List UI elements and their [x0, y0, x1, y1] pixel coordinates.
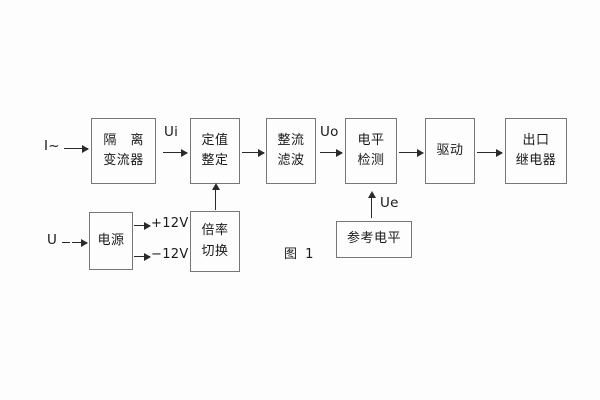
arrow-rail-negative: [134, 252, 151, 261]
block-rectifier-filter: 整流 滤波: [266, 118, 316, 184]
block-level-detection-line1: 电平: [357, 132, 385, 148]
arrow-rail-positive: [134, 221, 151, 230]
block-rectifier-filter-line2: 滤波: [277, 153, 305, 168]
block-isolation-transformer-line1: 隔 离: [103, 132, 149, 148]
voltage-input-dash: [62, 242, 70, 243]
arrow-reference-to-level-detection: [367, 191, 376, 218]
arrow-voltage-to-power-supply: [72, 238, 88, 247]
arrow-level-to-drive: [399, 148, 424, 157]
rail-negative-label: −12V: [151, 247, 189, 262]
rail-positive-label: +12V: [151, 216, 189, 231]
arrow-setting-to-rectifier: [242, 148, 265, 157]
arrow-drive-to-output-relay: [477, 148, 503, 157]
block-output-relay-line1: 出口: [522, 132, 550, 148]
block-ratio-switch-line2: 切换: [201, 243, 229, 259]
signal-ue-label: Ue: [380, 195, 399, 211]
arrow-rectifier-to-level: [320, 148, 343, 157]
block-ratio-switch-line1: 倍率: [201, 223, 229, 239]
block-isolation-transformer-line2: 变流器: [103, 153, 144, 168]
arrow-ratio-switch-to-setting: [211, 183, 220, 210]
figure-caption: 图 1: [284, 247, 316, 262]
arrow-isolation-to-setting: [163, 148, 188, 157]
block-setting-value: 定值 整定: [190, 118, 240, 184]
arrow-current-to-isolation: [64, 144, 89, 153]
block-level-detection-line2: 检测: [357, 153, 385, 168]
block-setting-value-line2: 整定: [201, 153, 229, 168]
block-drive: 驱动: [425, 118, 475, 184]
signal-uo-label: Uo: [320, 124, 339, 140]
block-reference-level: 参考电平: [336, 221, 412, 258]
block-output-relay: 出口 继电器: [505, 118, 567, 184]
block-drive-line1: 驱动: [436, 142, 464, 158]
block-isolation-transformer: 隔 离 变流器: [91, 118, 156, 184]
current-input-label: I~: [44, 138, 60, 154]
signal-ui-label: Ui: [164, 124, 179, 140]
block-level-detection: 电平 检测: [345, 118, 397, 184]
block-ratio-switch: 倍率 切换: [190, 211, 240, 272]
block-setting-value-line1: 定值: [201, 132, 229, 148]
block-rectifier-filter-line1: 整流: [277, 132, 305, 148]
block-power-supply: 电源: [89, 212, 133, 270]
block-reference-level-line1: 参考电平: [346, 231, 401, 247]
block-output-relay-line2: 继电器: [515, 153, 557, 168]
voltage-input-label: U: [47, 232, 58, 248]
block-power-supply-line1: 电源: [97, 232, 125, 248]
